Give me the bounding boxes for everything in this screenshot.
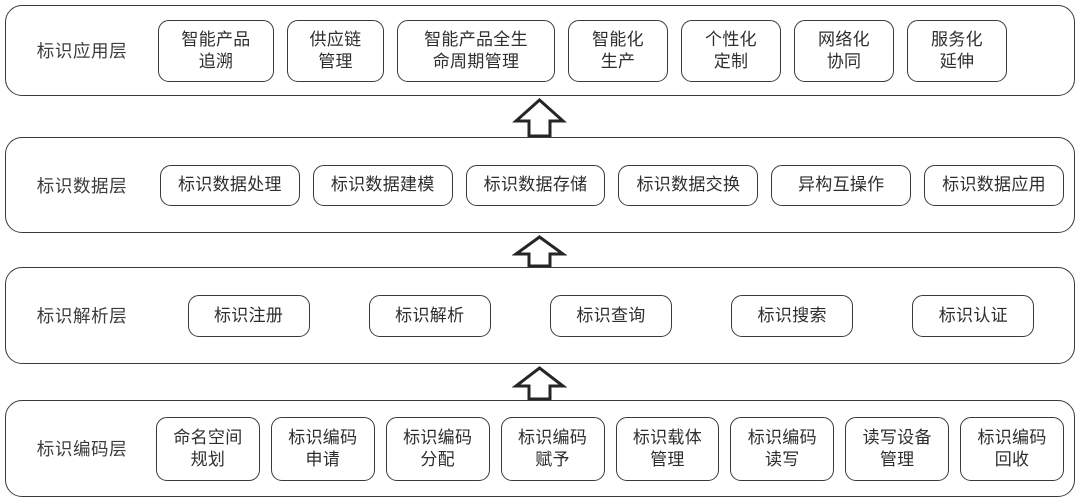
layer-coding: 标识编码层 命名空间 规划 标识编码 申请 标识编码 分配 标识编码 赋予 标识… [5,400,1075,497]
card-identifier-data-modeling[interactable]: 标识数据建模 [312,164,453,206]
card-intelligent-production[interactable]: 智能化 生产 [568,19,668,82]
card-smart-product-traceability[interactable]: 智能产品 追溯 [158,19,274,82]
card-identifier-resolution[interactable]: 标识解析 [368,294,491,337]
card-identifier-data-processing[interactable]: 标识数据处理 [160,164,300,206]
card-service-extension[interactable]: 服务化 延伸 [907,19,1007,82]
card-identifier-code-read-write[interactable]: 标识编码 读写 [730,416,835,481]
card-identifier-search[interactable]: 标识搜索 [731,294,854,337]
card-networked-collaboration[interactable]: 网络化 协同 [794,19,894,82]
card-identifier-data-storage[interactable]: 标识数据存储 [465,164,606,206]
up-arrow-data-to-application [512,97,567,137]
layer-data-cards: 标识数据处理 标识数据建模 标识数据存储 标识数据交换 异构互操作 标识数据应用 [160,138,1064,232]
card-namespace-planning[interactable]: 命名空间 规划 [156,416,260,481]
card-heterogeneous-interoperability[interactable]: 异构互操作 [771,164,912,206]
layer-label-resolution: 标识解析层 [36,306,128,326]
layer-resolution-cards: 标识注册 标识解析 标识查询 标识搜索 标识认证 [158,268,1064,363]
card-identifier-code-application[interactable]: 标识编码 申请 [270,416,375,481]
card-smart-product-lifecycle-management[interactable]: 智能产品全生 命周期管理 [397,19,555,82]
card-identifier-carrier-management[interactable]: 标识载体 管理 [615,416,720,481]
layer-label-application: 标识应用层 [36,41,128,61]
card-identifier-data-application[interactable]: 标识数据应用 [924,164,1064,206]
card-identifier-registration[interactable]: 标识注册 [187,294,310,337]
card-identifier-code-recycling[interactable]: 标识编码 回收 [960,416,1064,481]
card-read-write-device-management[interactable]: 读写设备 管理 [845,416,950,481]
layer-coding-cards: 命名空间 规划 标识编码 申请 标识编码 分配 标识编码 赋予 标识载体 管理 … [156,401,1064,496]
card-personalized-customization[interactable]: 个性化 定制 [681,19,781,82]
layer-label-coding: 标识编码层 [36,439,128,459]
card-identifier-query[interactable]: 标识查询 [549,294,672,337]
card-identifier-authentication[interactable]: 标识认证 [912,294,1035,337]
layer-application: 标识应用层 智能产品 追溯 供应链 管理 智能产品全生 命周期管理 智能化 生产… [5,5,1075,96]
card-identifier-code-allocation[interactable]: 标识编码 分配 [385,416,490,481]
card-identifier-data-exchange[interactable]: 标识数据交换 [618,164,759,206]
layer-label-data: 标识数据层 [36,175,128,196]
up-arrow-shape [512,366,567,400]
up-arrow-shape [512,235,567,267]
layer-application-cards: 智能产品 追溯 供应链 管理 智能产品全生 命周期管理 智能化 生产 个性化 定… [158,6,1064,95]
up-arrow-shape [512,97,567,137]
card-identifier-code-assignment[interactable]: 标识编码 赋予 [500,416,605,481]
up-arrow-coding-to-resolution [512,365,567,400]
up-arrow-resolution-to-data [512,234,567,267]
card-supply-chain-management[interactable]: 供应链 管理 [287,19,384,82]
layer-resolution: 标识解析层 标识注册 标识解析 标识查询 标识搜索 标识认证 [5,267,1075,364]
layer-data: 标识数据层 标识数据处理 标识数据建模 标识数据存储 标识数据交换 异构互操作 … [5,137,1075,233]
